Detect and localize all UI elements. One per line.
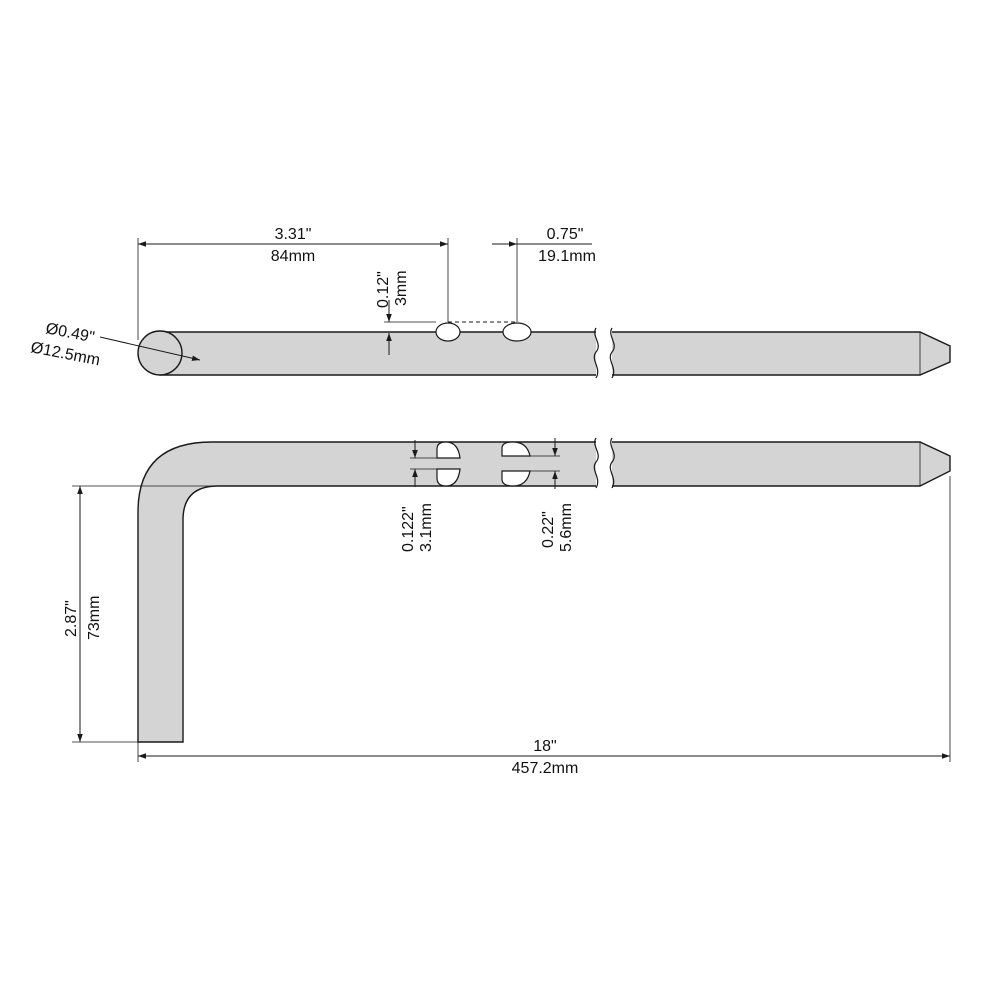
slot-small-metric-label: 3.1mm [418,503,435,552]
hole-depth-imperial-label: 0.12" [375,271,392,308]
leg-height-dimension: 2.87" 73mm [63,485,215,743]
overall-length-imperial-label: 18" [533,738,556,755]
leg-height-metric-label: 73mm [86,596,103,640]
hole-depth-metric-label: 3mm [393,270,410,306]
hole-2-top [502,322,532,342]
slot-large-dimension: 0.22" 5.6mm [530,438,575,552]
hole-depth-dimension: 0.12" 3mm [375,270,436,355]
hole-offset-dimension: 3.31" 84mm [137,226,449,340]
leg-height-imperial-label: 2.87" [63,600,80,637]
hole-spacing-imperial-label: 0.75" [547,226,584,243]
slot-large-imperial-label: 0.22" [540,511,557,548]
rod-body-bent [137,441,951,743]
hole-spacing-metric-label: 19.1mm [538,248,596,265]
rod-body-top [159,331,951,376]
slot-large-metric-label: 5.6mm [558,503,575,552]
hole-offset-metric-label: 84mm [271,248,315,265]
slot-2 [501,441,531,487]
hole-offset-imperial-label: 3.31" [275,226,312,243]
break-symbol-bottom [593,436,615,492]
overall-length-dimension: 18" 457.2mm [137,476,951,777]
bottom-view [137,436,951,743]
overall-length-metric-label: 457.2mm [512,760,579,777]
hole-spacing-dimension: 0.75" 19.1mm [492,226,596,322]
slot-1 [436,441,461,487]
top-view [137,321,951,382]
rod-end-circle [137,330,183,376]
hole-1-top [435,322,461,342]
break-symbol-top [593,326,615,382]
slot-small-dimension: 0.122" 3.1mm [400,440,437,552]
slot-small-imperial-label: 0.122" [400,506,417,552]
